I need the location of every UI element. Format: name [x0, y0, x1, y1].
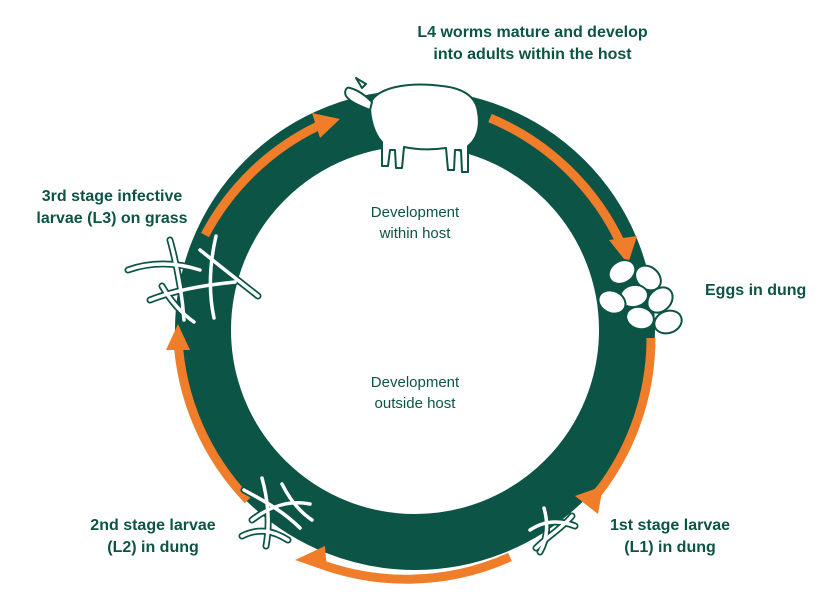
l1-label-line1: 1st stage larvae — [609, 517, 731, 534]
phase-outside-line1: Development — [370, 374, 460, 391]
l3-label: 3rd stage infective larvae (L3) on grass — [22, 186, 202, 230]
arrowhead-l3 — [166, 324, 190, 350]
phase-outside-host: Development outside host — [335, 372, 495, 414]
l3-label-line2: larvae (L3) on grass — [36, 210, 188, 227]
egg — [607, 259, 637, 285]
adults-label-line1: L4 worms mature and develop — [417, 24, 648, 41]
adults-label: L4 worms mature and develop into adults … — [395, 22, 670, 66]
larvae-icon — [238, 474, 316, 550]
egg — [597, 289, 627, 315]
phase-within-host: Development within host — [335, 202, 495, 244]
phase-within-line1: Development — [370, 204, 460, 221]
egg — [653, 309, 683, 335]
arrowhead-l2 — [295, 546, 327, 571]
l2-label: 2nd stage larvae (L2) in dung — [78, 515, 228, 559]
egg — [646, 286, 674, 314]
adults-label-line2: into adults within the host — [433, 46, 632, 63]
l2-label-line1: 2nd stage larvae — [90, 517, 216, 534]
arrowhead-sheep — [312, 113, 340, 138]
larvae-icon — [526, 504, 579, 556]
eggs-icon — [597, 259, 683, 335]
cycle-ring — [175, 90, 655, 570]
l3-label-line1: 3rd stage infective — [41, 188, 183, 205]
arrow-l3-to-sheep — [201, 121, 320, 238]
arrow-sheep-to-eggs — [488, 113, 627, 248]
cycle-arrowheads — [166, 113, 637, 571]
phase-within-line2: within host — [379, 225, 451, 242]
larvae-on-grass-icon — [124, 232, 262, 326]
arrow-eggs-to-l1 — [588, 337, 656, 503]
eggs-label-line1: Eggs in dung — [705, 282, 807, 299]
l2-label-line2: (L2) in dung — [107, 539, 199, 556]
l1-label: 1st stage larvae (L1) in dung — [595, 515, 745, 559]
arrow-l2-to-l3 — [173, 339, 252, 504]
arrow-l1-to-l2 — [308, 552, 512, 584]
arrowhead-l1 — [575, 486, 603, 514]
arrowhead-eggs — [609, 236, 637, 264]
eggs-label: Eggs in dung — [705, 280, 830, 302]
sheep-icon — [344, 77, 480, 173]
l1-label-line2: (L1) in dung — [624, 539, 716, 556]
cycle-arrows — [173, 113, 656, 584]
phase-outside-line2: outside host — [374, 395, 456, 412]
